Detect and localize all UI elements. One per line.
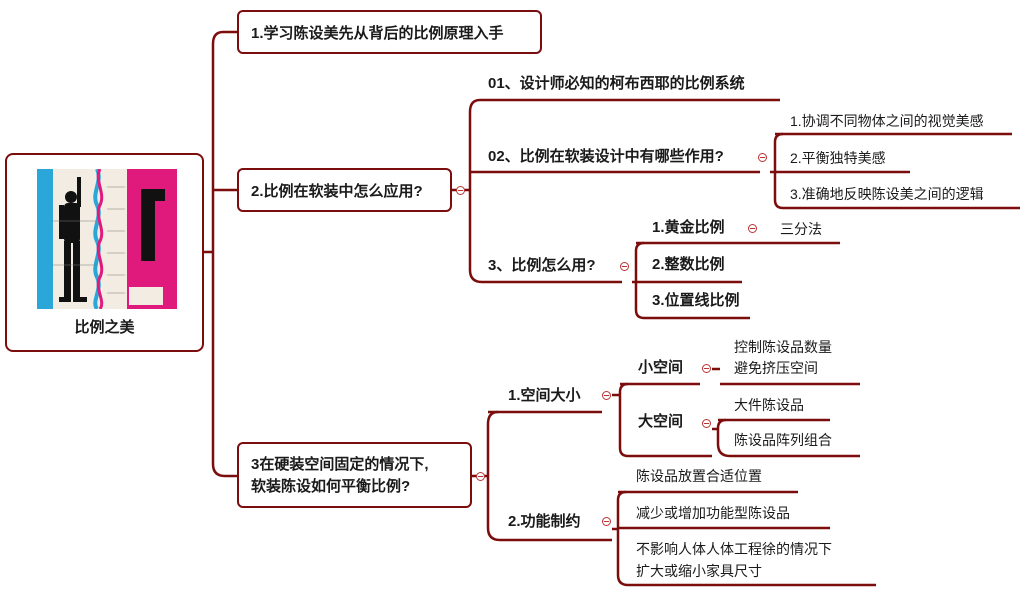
node-space-size[interactable]: 1.空间大小 (508, 387, 581, 404)
collapse-toggle-how[interactable] (620, 262, 629, 271)
node-rule-of-thirds[interactable]: 三分法 (780, 221, 822, 237)
node-integer-ratio[interactable]: 2.整数比例 (652, 256, 725, 273)
node-small-line1[interactable]: 控制陈设品数量 (734, 339, 832, 355)
node-large-item-2[interactable]: 陈设品阵列组合 (734, 432, 832, 448)
collapse-toggle-branch2[interactable] (456, 186, 465, 195)
collapse-toggle-space[interactable] (602, 391, 611, 400)
node-large-space[interactable]: 大空间 (638, 413, 684, 430)
collapse-toggle-function[interactable] (602, 517, 611, 526)
branch3-label-line2: 软装陈设如何平衡比例? (251, 478, 411, 495)
collapse-toggle-large[interactable] (702, 419, 711, 428)
branch1-node[interactable]: 1.学习陈设美先从背后的比例原理入手 (237, 10, 542, 54)
root-label: 比例之美 (74, 319, 135, 336)
node-function-constraint[interactable]: 2.功能制约 (508, 513, 581, 530)
collapse-toggle-golden[interactable] (748, 224, 757, 233)
node-small-line2[interactable]: 避免挤压空间 (734, 360, 818, 376)
node-func-line1[interactable]: 不影响人体人体工程徐的情况下 (636, 541, 832, 557)
collapse-toggle-role[interactable] (758, 153, 767, 162)
branch3-label-line1: 3在硬装空间固定的情况下, (251, 456, 429, 473)
branch2-node[interactable]: 2.比例在软装中怎么应用? (237, 168, 452, 212)
node-how-to-use[interactable]: 3、比例怎么用? (488, 257, 596, 274)
branch3-node[interactable]: 3在硬装空间固定的情况下, 软装陈设如何平衡比例? (237, 442, 472, 508)
node-small-space[interactable]: 小空间 (638, 359, 684, 376)
collapse-toggle-branch3[interactable] (476, 472, 485, 481)
root-node[interactable]: 比例之美 (5, 153, 204, 352)
node-proportion-role[interactable]: 02、比例在软装设计中有哪些作用? (488, 148, 724, 165)
node-role-3[interactable]: 3.准确地反映陈设美之间的逻辑 (790, 186, 984, 202)
node-position-line-ratio[interactable]: 3.位置线比例 (652, 292, 740, 309)
node-role-2[interactable]: 2.平衡独特美感 (790, 150, 886, 166)
collapse-toggle-small[interactable] (702, 364, 711, 373)
node-func-item-2[interactable]: 减少或增加功能型陈设品 (636, 505, 790, 521)
modulor-image (37, 169, 177, 309)
node-corbusier-system[interactable]: 01、设计师必知的柯布西耶的比例系统 (488, 75, 745, 92)
node-func-line2[interactable]: 扩大或缩小家具尺寸 (636, 563, 762, 579)
node-role-1[interactable]: 1.协调不同物体之间的视觉美感 (790, 113, 984, 129)
node-golden-ratio[interactable]: 1.黄金比例 (652, 219, 725, 236)
node-large-item-1[interactable]: 大件陈设品 (734, 397, 804, 413)
node-func-item-1[interactable]: 陈设品放置合适位置 (636, 468, 762, 484)
